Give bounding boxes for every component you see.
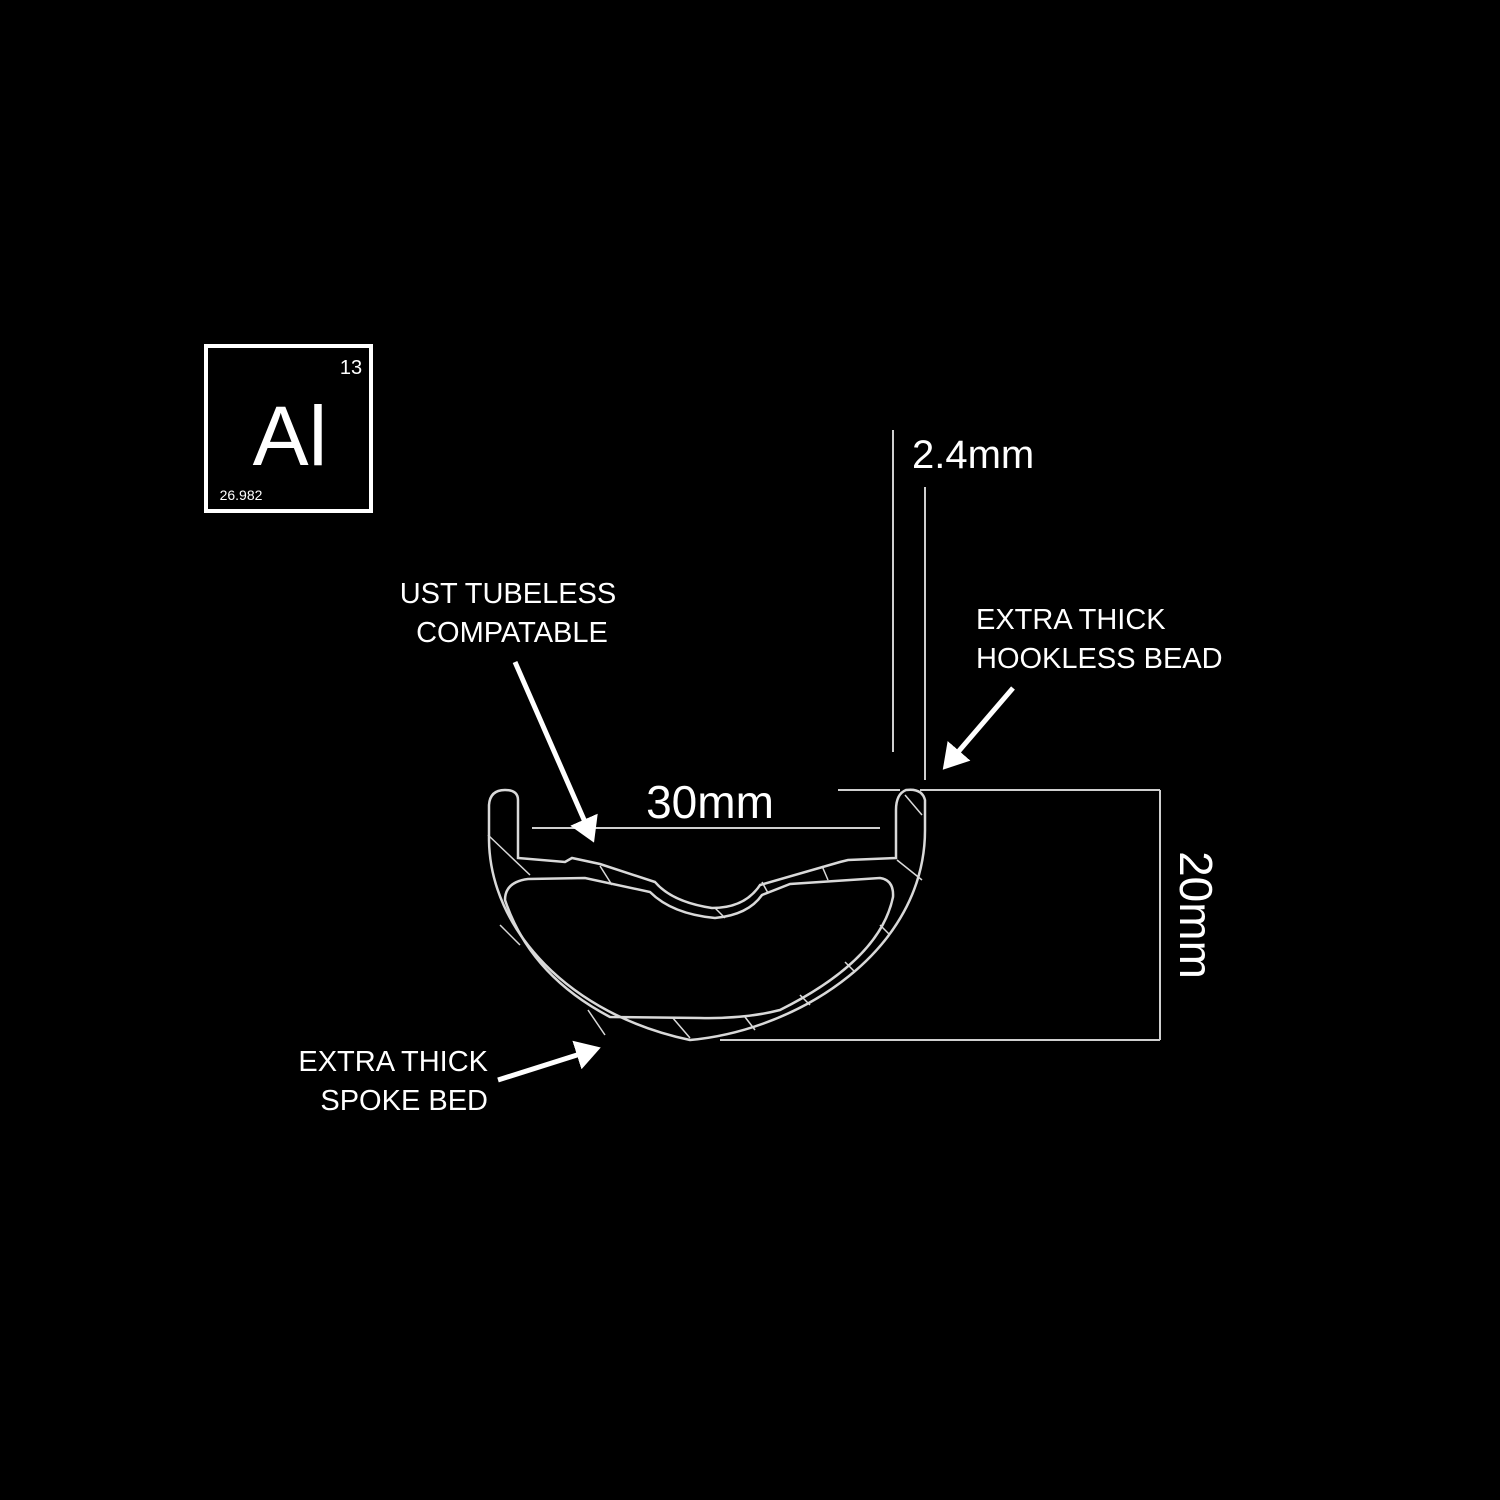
rim-inner-cavity	[503, 876, 895, 1020]
rim-outer-contour	[487, 788, 927, 1042]
element-number: 13	[340, 357, 362, 379]
aluminium-element-tile: Al 13 26.982	[204, 344, 373, 513]
ust-arrow-icon	[512, 660, 598, 843]
bead-arrow-icon	[942, 686, 1015, 770]
ust-label-line2: COMPATABLE	[416, 617, 608, 649]
spoke-label-line2: SPOKE BED	[320, 1085, 488, 1117]
wall-thickness-label: 2.4mm	[912, 433, 1034, 477]
rim-section-hatch	[487, 794, 923, 1039]
ust-label-line1: UST TUBELESS	[400, 578, 617, 610]
bead-label-line1: EXTRA THICK	[976, 604, 1166, 636]
depth-label: 20mm	[1170, 851, 1222, 979]
element-tile-border	[204, 344, 373, 513]
bead-label-line2: HOOKLESS BEAD	[976, 643, 1223, 675]
spoke-label-line1: EXTRA THICK	[298, 1046, 488, 1078]
element-symbol: Al	[253, 389, 328, 483]
inner-width-label: 30mm	[646, 776, 774, 828]
dimension-lines	[532, 430, 1161, 1041]
element-mass: 26.982	[220, 487, 263, 503]
rim-cross-section	[487, 788, 927, 1042]
callout-arrows	[497, 660, 1015, 1083]
spoke-arrow-icon	[497, 1040, 601, 1083]
